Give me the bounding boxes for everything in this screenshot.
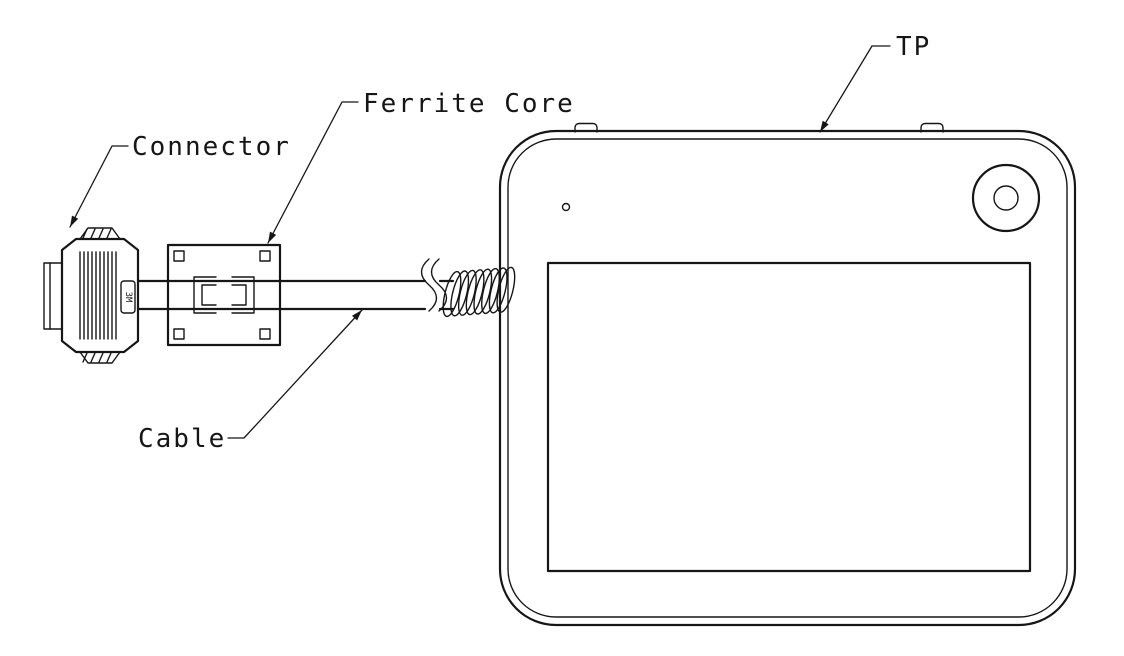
tp-screen xyxy=(546,261,1032,573)
tp-inner-body xyxy=(507,138,1068,618)
cable-label: Cable xyxy=(138,424,226,454)
tp-top-button-left xyxy=(574,122,598,133)
tp-outer-body xyxy=(498,129,1077,627)
connector-arrowhead xyxy=(70,215,79,227)
connector-top-boot xyxy=(79,227,121,240)
tp-led-dot xyxy=(561,202,571,212)
ferrite-corner-clips xyxy=(173,250,271,340)
ferrite-core-arrowhead xyxy=(268,231,277,243)
ferrite-core-label: Ferrite Core xyxy=(363,89,575,119)
connector-leader-line xyxy=(69,145,129,228)
tp-camera-outer xyxy=(971,163,1041,233)
connector-brand-box xyxy=(120,280,136,314)
cable-drawing xyxy=(136,258,516,318)
cable-break-symbol xyxy=(420,258,448,312)
cable-leader-line xyxy=(227,309,363,439)
connector-drawing: 3M xyxy=(43,227,140,364)
connector-body xyxy=(60,237,140,354)
cable-arrowhead xyxy=(352,310,362,321)
tp-arrowhead xyxy=(820,120,829,132)
ferrite-latch-right xyxy=(231,276,255,314)
tp-label: TP xyxy=(896,32,931,62)
ferrite-latch-left xyxy=(193,276,217,314)
ferrite-core-body xyxy=(166,243,282,347)
connector-boot-hatching xyxy=(82,228,112,363)
connector-mating-face xyxy=(43,262,63,330)
connector-bottom-boot xyxy=(79,351,121,364)
tp-top-button-right xyxy=(920,122,944,133)
connector-ridges xyxy=(79,251,117,340)
tp-device-drawing xyxy=(498,122,1077,627)
annotations: Connector Ferrite Core Cable TP xyxy=(69,32,931,454)
tp-leader-line xyxy=(819,45,891,133)
cable-coil xyxy=(442,266,516,318)
tp-camera-inner xyxy=(993,185,1019,211)
connector-label: Connector xyxy=(132,132,291,162)
ferrite-core-drawing xyxy=(166,243,282,347)
connector-brand-text: 3M xyxy=(123,292,133,303)
ferrite-core-leader-line xyxy=(267,101,359,244)
